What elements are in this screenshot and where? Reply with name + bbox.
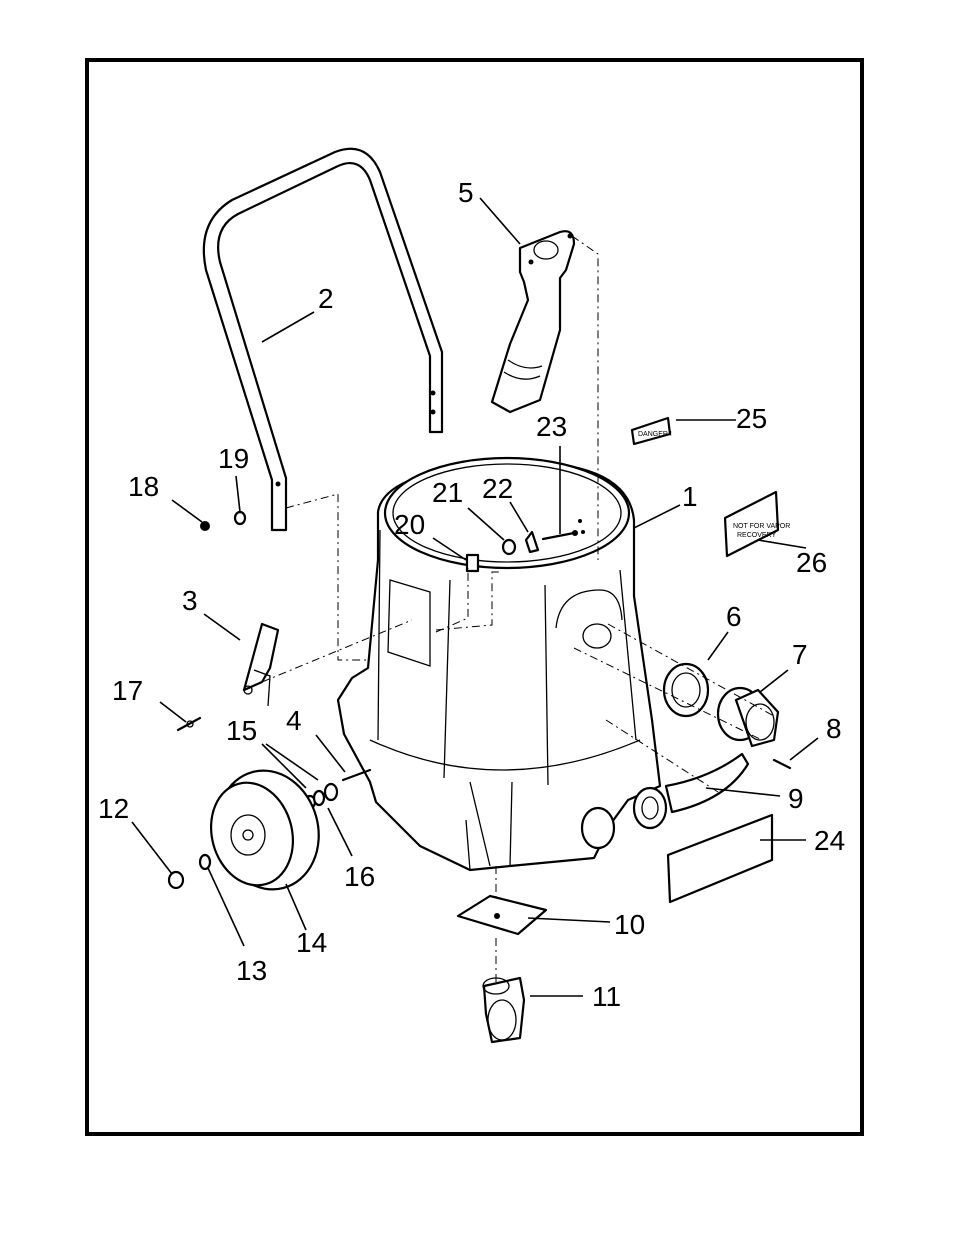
- callout-labels: 1 2 3 4 5 6 7 8 9 10 11 12 13 14 15 16 1…: [98, 177, 845, 1012]
- tank-body-part: [336, 456, 668, 872]
- callout-20: 20: [394, 509, 425, 540]
- gasket-part: [662, 662, 710, 718]
- callout-8: 8: [826, 713, 842, 744]
- callout-11: 11: [592, 981, 621, 1012]
- callout-26: 26: [796, 547, 827, 578]
- bracket-22-part: [524, 530, 540, 554]
- washer-13-part: [198, 853, 212, 871]
- callout-19: 19: [218, 443, 249, 474]
- bumper-strip-part: [664, 752, 750, 814]
- callout-17: 17: [112, 675, 143, 706]
- diagram-frame: [85, 58, 864, 1136]
- latch-bracket-part: [242, 622, 280, 707]
- callout-4: 4: [286, 705, 302, 736]
- pin-17-part: [176, 716, 202, 732]
- callout-22: 22: [482, 473, 513, 504]
- callout-5: 5: [458, 177, 474, 208]
- callout-2: 2: [318, 283, 334, 314]
- hose-elbow-part: [490, 230, 576, 414]
- decal-25-part: DANGER !: [630, 416, 672, 446]
- callout-25: 25: [736, 403, 767, 434]
- decal-24-part: [666, 813, 774, 904]
- cap-12-part: [167, 870, 185, 890]
- danger-decal-text: DANGER !: [638, 431, 672, 438]
- callout-7: 7: [792, 639, 808, 670]
- callout-24: 24: [814, 825, 845, 856]
- clip-20-part: [465, 553, 480, 573]
- handle-part: [202, 147, 444, 532]
- inlet-part: [716, 686, 780, 748]
- decal-26-part: NOT FOR VAPOR RECOVERY: [723, 490, 790, 558]
- washer-21-part: [501, 538, 517, 556]
- callout-15: 15: [226, 715, 257, 746]
- screw-8-part: [772, 758, 792, 770]
- callout-1: 1: [682, 481, 698, 512]
- wheel-part: [209, 769, 320, 891]
- assembly-lines: [261, 235, 775, 984]
- callout-21: 21: [432, 477, 463, 508]
- callout-16: 16: [344, 861, 375, 892]
- caster-plate-part: [456, 894, 548, 936]
- washer-19-part: [233, 510, 247, 526]
- callout-10: 10: [614, 909, 645, 940]
- bolt-23-part: [541, 530, 578, 541]
- callout-9: 9: [788, 783, 804, 814]
- caster-part: [482, 976, 526, 1044]
- callout-13: 13: [236, 955, 267, 986]
- callout-18: 18: [128, 471, 159, 502]
- callout-12: 12: [98, 793, 129, 824]
- callout-6: 6: [726, 601, 742, 632]
- vapor-decal-line1: NOT FOR VAPOR: [733, 523, 790, 530]
- cap-18-part: [200, 521, 210, 531]
- axle-4-part: [341, 768, 372, 782]
- callout-23: 23: [536, 411, 567, 442]
- vapor-decal-line2: RECOVERY: [737, 532, 776, 539]
- callout-14: 14: [296, 927, 327, 958]
- leader-lines: [131, 197, 819, 997]
- callout-3: 3: [182, 585, 198, 616]
